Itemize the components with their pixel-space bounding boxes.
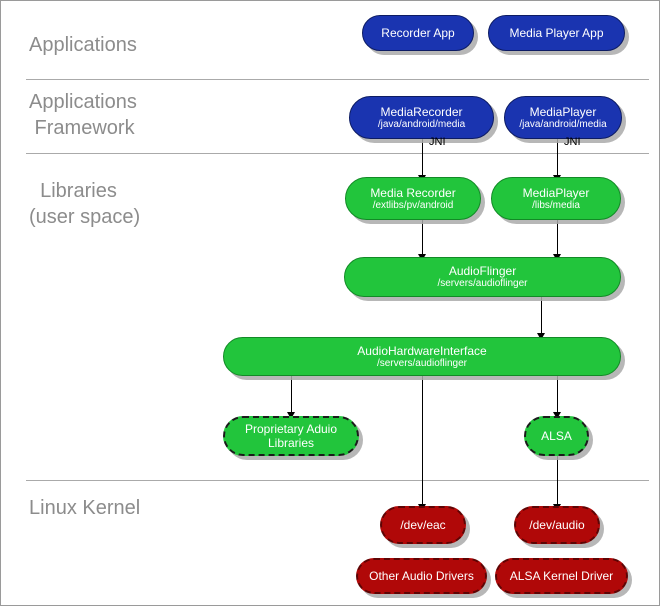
node-audiohardwareinterface-title: AudioHardwareInterface (357, 343, 487, 358)
node-dev-audio[interactable]: /dev/audio (514, 506, 600, 544)
node-dev-audio-title: /dev/audio (529, 518, 585, 532)
node-mediarecorder-framework-title: MediaRecorder (380, 104, 463, 119)
node-other-audio-drivers-title: Other Audio Drivers (369, 569, 474, 583)
layer-label-applications-framework: Applications Framework (29, 91, 137, 139)
node-alsa-title: ALSA (541, 429, 572, 443)
node-alsa[interactable]: ALSA (524, 416, 589, 456)
node-proprietary-audio-libraries-subtitle: Libraries (267, 436, 315, 450)
connector-mediaplayer-to-audioflinger (557, 220, 558, 256)
node-media-player-app-title: Media Player App (509, 26, 604, 40)
node-recorder-app[interactable]: Recorder App (362, 15, 474, 51)
node-alsa-kernel-driver-title: ALSA Kernel Driver (509, 569, 614, 583)
connector-audioflinger-to-audiohardwareinterface (541, 297, 542, 337)
layer-label-applications: Applications (29, 34, 137, 56)
node-media-player-app[interactable]: Media Player App (488, 15, 625, 51)
node-mediaplayer-library-path: /libs/media (532, 199, 580, 211)
connector-mediaplayer-jni (557, 139, 558, 177)
divider-kernel (26, 480, 649, 481)
node-mediarecorder-framework-path: /java/android/media (377, 118, 466, 130)
connector-alsa-to-dev-audio (557, 456, 558, 511)
connector-audiohardwareinterface-to-proprietary (291, 376, 292, 416)
node-mediaplayer-library-title: MediaPlayer (522, 185, 590, 200)
node-audiohardwareinterface[interactable]: AudioHardwareInterface /servers/audiofli… (223, 337, 621, 376)
node-mediarecorder-framework[interactable]: MediaRecorder /java/android/media (349, 96, 494, 139)
node-media-recorder-library[interactable]: Media Recorder /extlibs/pv/android (345, 177, 481, 220)
connector-mediarecorder-jni (422, 139, 423, 177)
edge-label-jni-right: JNI (564, 136, 581, 148)
divider-framework (26, 153, 649, 154)
connector-audiohardwareinterface-to-dev-eac (422, 376, 423, 511)
node-audioflinger[interactable]: AudioFlinger /servers/audioflinger (344, 257, 621, 297)
connector-audiohardwareinterface-to-alsa (557, 376, 558, 416)
layer-label-libraries: Libraries (user space) (29, 180, 141, 228)
node-recorder-app-title: Recorder App (381, 26, 455, 40)
node-audioflinger-title: AudioFlinger (448, 264, 517, 278)
node-audioflinger-path: /servers/audioflinger (437, 278, 528, 289)
node-mediaplayer-framework-path: /java/android/media (519, 118, 607, 130)
node-alsa-kernel-driver[interactable]: ALSA Kernel Driver (495, 558, 628, 594)
node-proprietary-audio-libraries[interactable]: Proprietary Aduio Libraries (223, 416, 359, 456)
layer-label-linux-kernel: Linux Kernel (29, 497, 141, 519)
node-dev-eac[interactable]: /dev/eac (380, 506, 466, 544)
node-mediaplayer-library[interactable]: MediaPlayer /libs/media (491, 177, 621, 220)
node-dev-eac-title: /dev/eac (400, 518, 446, 532)
node-audiohardwareinterface-path: /servers/audioflinger (376, 357, 468, 369)
node-other-audio-drivers[interactable]: Other Audio Drivers (356, 558, 487, 594)
node-media-recorder-library-title: Media Recorder (370, 185, 456, 200)
connector-mediarecorder-to-audioflinger (422, 220, 423, 256)
node-mediaplayer-framework[interactable]: MediaPlayer /java/android/media (504, 96, 622, 139)
node-media-recorder-library-path: /extlibs/pv/android (372, 199, 454, 211)
node-proprietary-audio-libraries-title: Proprietary Aduio (244, 422, 338, 436)
node-mediaplayer-framework-title: MediaPlayer (529, 104, 597, 119)
edge-label-jni-left: JNI (429, 136, 446, 148)
divider-applications (26, 79, 649, 80)
